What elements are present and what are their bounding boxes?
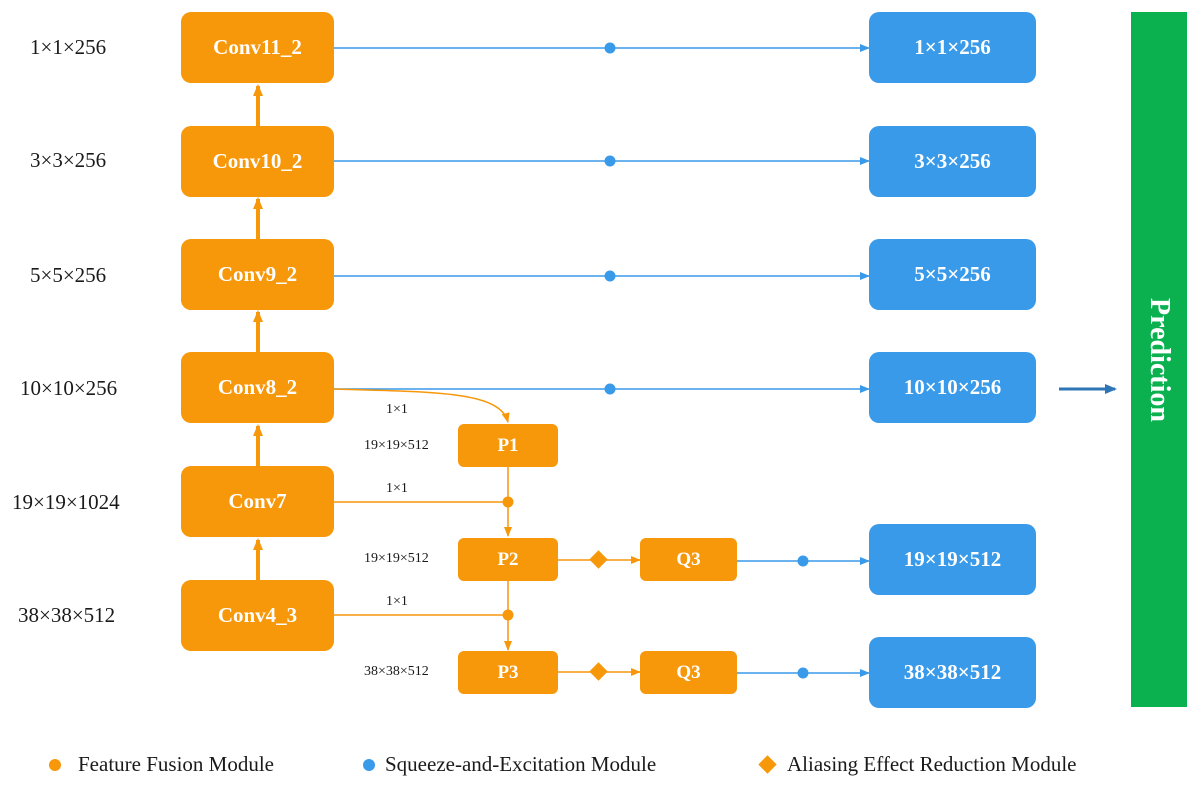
conv10-block: Conv10_2 bbox=[181, 126, 334, 197]
kernel-label-1: 1×1 bbox=[386, 402, 408, 417]
legend-orange-dot-icon bbox=[49, 759, 61, 771]
conv4-block: Conv4_3 bbox=[181, 580, 334, 651]
conv9-block: Conv9_2 bbox=[181, 239, 334, 310]
se-dot-row3 bbox=[604, 270, 616, 282]
dim-label-conv8: 10×10×256 bbox=[20, 376, 118, 400]
legend-orange-diamond-icon bbox=[758, 755, 777, 774]
dim-label-conv9: 5×5×256 bbox=[30, 263, 107, 287]
kernel-label-2: 1×1 bbox=[386, 481, 408, 496]
se-dot-row5 bbox=[797, 555, 809, 567]
dim-label-conv7: 19×19×1024 bbox=[12, 490, 120, 514]
kernel-label-3: 1×1 bbox=[386, 594, 408, 609]
conv8-block: Conv8_2 bbox=[181, 352, 334, 423]
p1-block: P1 bbox=[458, 424, 558, 467]
se-dot-row2 bbox=[604, 155, 616, 167]
aliasing-diamond-2 bbox=[589, 662, 608, 681]
aliasing-diamond-1 bbox=[589, 550, 608, 569]
se-output-row4: 10×10×256 bbox=[869, 352, 1036, 423]
se-dot-row6 bbox=[797, 667, 809, 679]
se-output-row6: 38×38×512 bbox=[869, 637, 1036, 708]
legend-feature-fusion: Feature Fusion Module bbox=[78, 752, 274, 776]
fusion-dot-2 bbox=[502, 609, 514, 621]
p3-block: P3 bbox=[458, 651, 558, 694]
legend-aliasing: Aliasing Effect Reduction Module bbox=[787, 752, 1077, 776]
q3-block-2: Q3 bbox=[640, 651, 737, 694]
prediction-label: Prediction bbox=[1144, 297, 1175, 422]
conv7-block: Conv7 bbox=[181, 466, 334, 537]
legend-squeeze-excitation: Squeeze-and-Excitation Module bbox=[385, 752, 657, 776]
se-dot-row1 bbox=[604, 42, 616, 54]
p1-dim-label: 19×19×512 bbox=[364, 438, 429, 453]
conv11-block: Conv11_2 bbox=[181, 12, 334, 83]
q3-block-1: Q3 bbox=[640, 538, 737, 581]
dim-label-conv10: 3×3×256 bbox=[30, 148, 107, 172]
dim-label-conv4: 38×38×512 bbox=[18, 603, 116, 627]
fusion-dot-1 bbox=[502, 496, 514, 508]
se-output-row1: 1×1×256 bbox=[869, 12, 1036, 83]
dim-label-conv11: 1×1×256 bbox=[30, 35, 107, 59]
p2-dim-label: 19×19×512 bbox=[364, 551, 429, 566]
prediction-bar: Prediction bbox=[1131, 12, 1187, 707]
p3-dim-label: 38×38×512 bbox=[364, 664, 429, 679]
legend-blue-dot-icon bbox=[363, 759, 375, 771]
se-output-row2: 3×3×256 bbox=[869, 126, 1036, 197]
se-output-row3: 5×5×256 bbox=[869, 239, 1036, 310]
se-dot-row4 bbox=[604, 383, 616, 395]
arrow-conv8-to-p1 bbox=[333, 388, 510, 423]
se-output-row5: 19×19×512 bbox=[869, 524, 1036, 595]
p2-block: P2 bbox=[458, 538, 558, 581]
